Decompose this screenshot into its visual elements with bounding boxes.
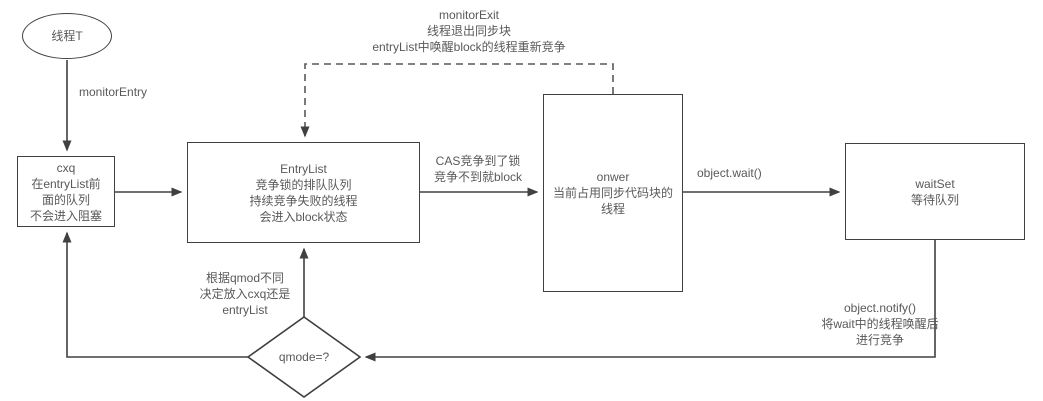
edge-label-monitor-exit: monitorExit 线程退出同步块 entryList中唤醒block的线程… bbox=[349, 7, 589, 55]
node-owner-line: 线程 bbox=[600, 202, 625, 216]
qmode-diamond-shape bbox=[246, 316, 362, 398]
node-owner-line: 当前占用同步代码块的 bbox=[552, 186, 673, 200]
edge-label-monitor-exit-line: 线程退出同步块 bbox=[426, 24, 511, 38]
node-cxq-line: 面的队列 bbox=[41, 192, 90, 207]
edge-label-monitor-exit-line: entryList中唤醒block的线程重新竞争 bbox=[372, 40, 566, 54]
node-entrylist-line: 会进入block状态 bbox=[259, 209, 348, 224]
edge-label-monitor-entry: monitorEntry bbox=[79, 85, 148, 99]
node-cxq-line: cxq bbox=[56, 160, 76, 175]
node-owner-line: onwer bbox=[596, 170, 630, 184]
node-thread-label: 线程T bbox=[51, 29, 83, 43]
node-entrylist: EntryList 竞争锁的排队队列 持续竞争失败的线程 会进入block状态 bbox=[187, 142, 420, 243]
node-waitset-line: 等待队列 bbox=[910, 192, 959, 207]
edge-qmode-to-cxq bbox=[62, 231, 248, 358]
edge-label-notify-line: object.notify() bbox=[843, 301, 917, 315]
edge-label-notify-line: 将wait中的线程唤醒后 bbox=[821, 317, 939, 331]
node-entrylist-line: 竞争锁的排队队列 bbox=[255, 177, 352, 192]
node-waitset: waitSet 等待队列 bbox=[845, 143, 1025, 240]
node-cxq: cxq 在entryList前 面的队列 不会进入阻塞 bbox=[17, 156, 115, 227]
edge-notify bbox=[364, 240, 936, 362]
edge-label-cas-line: CAS竞争到了锁 bbox=[435, 154, 521, 168]
edge-label-notify-line: 进行竞争 bbox=[855, 333, 904, 347]
edge-label-wait: object.wait() bbox=[697, 166, 762, 180]
edge-label-qmod-rule-line: 根据qmod不同 bbox=[205, 271, 285, 285]
node-entrylist-line: 持续竞争失败的线程 bbox=[249, 193, 358, 208]
edge-monitor-exit-dashed bbox=[300, 63, 614, 138]
edge-label-monitor-exit-line: monitorExit bbox=[438, 8, 500, 22]
node-thread: 线程T bbox=[22, 13, 112, 59]
edge-label-cas: CAS竞争到了锁 竞争不到就block bbox=[398, 153, 558, 185]
edge-label-notify: object.notify() 将wait中的线程唤醒后 进行竞争 bbox=[800, 300, 960, 348]
node-cxq-line: 在entryList前 bbox=[31, 176, 101, 191]
node-entrylist-line: EntryList bbox=[280, 161, 327, 176]
edge-label-cas-line: 竞争不到就block bbox=[433, 170, 522, 184]
edge-label-qmod-rule-line: entryList bbox=[222, 303, 268, 317]
node-qmode-label: qmode=? bbox=[278, 350, 330, 364]
node-cxq-line: 不会进入阻塞 bbox=[29, 208, 102, 223]
node-owner: onwer 当前占用同步代码块的 线程 bbox=[543, 94, 683, 292]
node-waitset-line: waitSet bbox=[915, 176, 955, 191]
edge-label-qmod-rule-line: 决定放入cxq还是 bbox=[199, 287, 291, 301]
edge-label-qmod-rule: 根据qmod不同 决定放入cxq还是 entryList bbox=[180, 270, 310, 318]
